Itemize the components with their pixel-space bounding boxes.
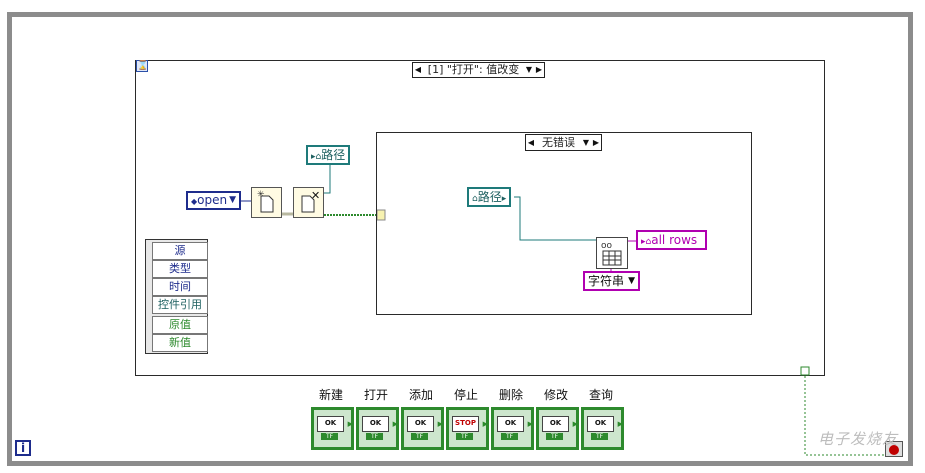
button-face: OK xyxy=(497,416,524,432)
output-arrow-icon: ▶ xyxy=(347,420,353,428)
stop-wire[interactable] xyxy=(804,372,893,456)
event-field-ctlref[interactable]: 控件引用 xyxy=(152,296,208,314)
dropdown-arrow-icon[interactable]: ▼ xyxy=(525,65,533,74)
increment-arrow-icon[interactable]: ▶ xyxy=(535,65,543,74)
stop-button-group: 停止 STOP TF ▶ xyxy=(446,386,489,450)
case-selector-terminal[interactable] xyxy=(376,209,386,221)
dropdown-arrow-icon[interactable]: ▼ xyxy=(628,276,635,286)
dropdown-arrow-icon[interactable]: ▼ xyxy=(582,138,590,147)
loop-tunnel xyxy=(800,366,810,376)
output-arrow-icon: ▶ xyxy=(392,420,398,428)
output-arrow-icon: ▸ xyxy=(501,194,507,204)
delete-button-terminal[interactable]: OK TF ▶ xyxy=(491,407,534,450)
path-local-variable-inner[interactable]: ⌂路径▸ xyxy=(467,187,512,207)
event-field-newval[interactable]: 新值 xyxy=(152,334,208,352)
increment-arrow-icon[interactable]: ▶ xyxy=(592,138,600,147)
local-variable-icon: ▸⌂ xyxy=(311,152,322,162)
path-wire-inner[interactable] xyxy=(514,196,596,241)
event-data-node: 源 类型 时间 控件引用 原值 新值 xyxy=(145,239,208,354)
path-local-variable-inner-label: 路径 xyxy=(477,190,502,204)
stop-button-label: 停止 xyxy=(453,388,478,402)
open-button-group: 打开 OK TF ▶ xyxy=(356,386,399,450)
event-structure-icon: ⌛ xyxy=(136,60,149,72)
svg-text:✳: ✳ xyxy=(257,190,265,200)
all-rows-label: all rows xyxy=(651,233,698,247)
open-button-label: 打开 xyxy=(363,388,388,402)
dropdown-arrow-icon[interactable]: ▼ xyxy=(229,195,236,205)
button-row: 新建 OK TF ▶ 打开 OK TF ▶ 添加 OK TF ▶ 停止 STOP… xyxy=(311,386,624,450)
close-file-icon: ✕ xyxy=(301,189,320,213)
output-arrow-icon: ▶ xyxy=(527,420,533,428)
open-file-vi[interactable]: ✳ xyxy=(251,187,282,218)
iteration-terminal-icon[interactable]: i xyxy=(15,440,31,456)
event-field-oldval[interactable]: 原值 xyxy=(152,316,208,334)
output-arrow-icon: ▶ xyxy=(617,420,623,428)
format-string-text: 字符串 xyxy=(588,274,625,288)
watermark-text: 电子发烧友 xyxy=(818,430,899,448)
tf-badge: TF xyxy=(591,433,608,440)
delete-button-group: 删除 OK TF ▶ xyxy=(491,386,534,450)
output-arrow-icon: ▶ xyxy=(572,420,578,428)
new-button-terminal[interactable]: OK TF ▶ xyxy=(311,407,354,450)
button-face: OK xyxy=(317,416,344,432)
query-button-label: 查询 xyxy=(588,388,613,402)
button-face: OK xyxy=(542,416,569,432)
decrement-arrow-icon[interactable]: ◀ xyxy=(527,138,535,147)
modify-button-group: 修改 OK TF ▶ xyxy=(536,386,579,450)
open-mode-text: open xyxy=(197,193,228,207)
output-arrow-icon: ▶ xyxy=(482,420,488,428)
new-button-label: 新建 xyxy=(318,388,343,402)
event-field-time[interactable]: 时间 xyxy=(152,278,208,296)
enum-arrows-icon: ◆ xyxy=(191,197,198,206)
case-label: 无错误 xyxy=(542,136,575,149)
path-local-variable-outer-label: 路径 xyxy=(321,148,346,162)
open-mode-constant[interactable]: ◆open ▼ xyxy=(186,191,241,210)
tf-badge: TF xyxy=(321,433,338,440)
path-wire-outer[interactable] xyxy=(324,165,331,194)
case-selector[interactable]: ◀ 无错误 ▼ ▶ xyxy=(525,134,602,151)
tf-badge: TF xyxy=(411,433,428,440)
add-button-group: 添加 OK TF ▶ xyxy=(401,386,444,450)
svg-text:oo: oo xyxy=(601,241,613,251)
close-file-vi[interactable]: ✕ xyxy=(293,187,324,218)
modify-button-terminal[interactable]: OK TF ▶ xyxy=(536,407,579,450)
event-field-type[interactable]: 类型 xyxy=(152,260,208,278)
button-face: OK xyxy=(407,416,434,432)
output-arrow-icon: ▶ xyxy=(437,420,443,428)
decrement-arrow-icon[interactable]: ◀ xyxy=(414,65,422,74)
tf-badge: TF xyxy=(546,433,563,440)
query-button-group: 查询 OK TF ▶ xyxy=(581,386,624,450)
open-file-icon: ✳ xyxy=(257,190,274,213)
case-structure xyxy=(376,132,752,315)
new-button-group: 新建 OK TF ▶ xyxy=(311,386,354,450)
all-rows-indicator[interactable]: ▸⌂all rows xyxy=(636,230,707,250)
open-button-terminal[interactable]: OK TF ▶ xyxy=(356,407,399,450)
loop-condition-terminal[interactable] xyxy=(885,441,903,457)
path-local-variable-outer[interactable]: ▸⌂路径 xyxy=(306,145,351,165)
button-face: OK xyxy=(362,416,389,432)
tf-badge: TF xyxy=(456,433,473,440)
format-string-constant[interactable]: 字符串 ▼ xyxy=(583,271,640,291)
tf-badge: TF xyxy=(501,433,518,440)
spreadsheet-icon: oo xyxy=(601,241,622,266)
query-button-terminal[interactable]: OK TF ▶ xyxy=(581,407,624,450)
svg-text:✕: ✕ xyxy=(311,189,320,202)
modify-button-label: 修改 xyxy=(543,388,568,402)
local-variable-icon: ⌂ xyxy=(472,194,478,204)
button-face: STOP xyxy=(452,416,479,432)
stop-sign-icon xyxy=(889,445,899,455)
add-button-terminal[interactable]: OK TF ▶ xyxy=(401,407,444,450)
delete-button-label: 删除 xyxy=(498,388,523,402)
event-case-selector[interactable]: ◀ [1] "打开": 值改变 ▼ ▶ xyxy=(412,62,545,78)
read-spreadsheet-vi[interactable]: oo xyxy=(596,237,628,269)
event-case-label: [1] "打开": 值改变 xyxy=(427,63,520,76)
indicator-icon: ▸⌂ xyxy=(641,237,652,247)
button-face: OK xyxy=(587,416,614,432)
event-field-source[interactable]: 源 xyxy=(152,242,208,260)
tf-badge: TF xyxy=(366,433,383,440)
add-button-label: 添加 xyxy=(408,388,433,402)
stop-button-terminal[interactable]: STOP TF ▶ xyxy=(446,407,489,450)
